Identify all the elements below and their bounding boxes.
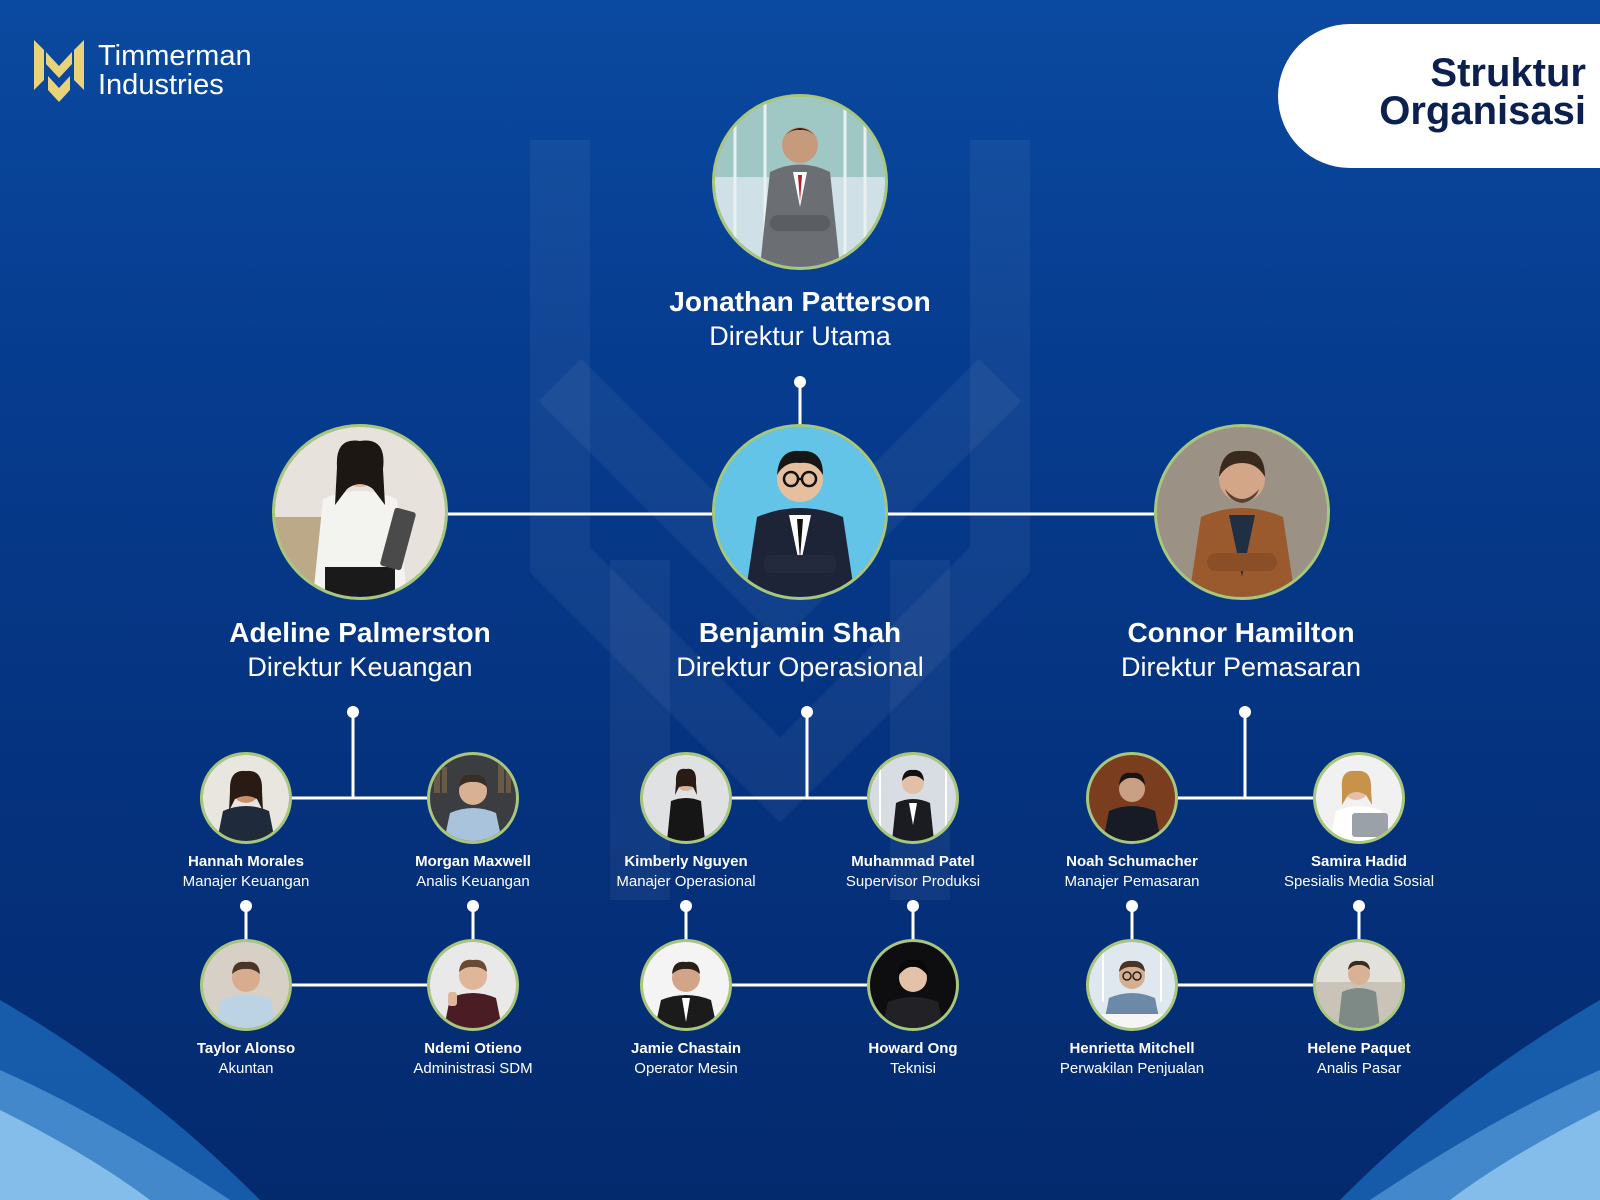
staff-name: Henrietta Mitchell xyxy=(1069,1040,1195,1057)
staff-name: Samira Hadid xyxy=(1311,853,1407,870)
connector-dots xyxy=(240,376,1365,912)
woman-smiling-portrait-icon xyxy=(203,755,289,841)
page-title-badge: Struktur Organisasi xyxy=(1278,24,1600,168)
man-navy-suit-glasses-portrait-icon xyxy=(715,427,885,597)
man-light-shirt-portrait-icon xyxy=(203,942,289,1028)
staff-card: Henrietta Mitchell Perwakilan Penjualan xyxy=(1060,1039,1204,1079)
staff-photo-jamie-chastain xyxy=(640,939,732,1031)
staff-photo-howard-ong xyxy=(867,939,959,1031)
page-title-line2: Organisasi xyxy=(1379,89,1586,133)
staff-name: Noah Schumacher xyxy=(1066,853,1198,870)
staff-role: Analis Pasar xyxy=(1316,1060,1402,1077)
staff-card: Morgan Maxwell Analis Keuangan xyxy=(415,852,531,892)
staff-role: Analis Keuangan xyxy=(416,873,530,890)
ops-director-photo xyxy=(712,424,888,600)
staff-name: Kimberly Nguyen xyxy=(624,853,748,870)
man-tie-white-bg-portrait-icon xyxy=(643,942,729,1028)
staff-role: Manajer Pemasaran xyxy=(1064,873,1200,890)
ceo-name: Jonathan Patterson xyxy=(669,286,931,317)
staff-name: Taylor Alonso xyxy=(196,1040,296,1057)
staff-name: Howard Ong xyxy=(868,1040,958,1057)
company-name-line1: Timmerman xyxy=(98,40,252,72)
man-office-portrait-icon xyxy=(1316,942,1402,1028)
man-black-suit-portrait-icon xyxy=(870,755,956,841)
marketing-director-role: Direktur Pemasaran xyxy=(1120,652,1362,682)
staff-photo-kimberly-nguyen xyxy=(640,752,732,844)
staff-photo-taylor-alonso xyxy=(200,939,292,1031)
staff-card: Ndemi Otieno Administrasi SDM xyxy=(413,1039,532,1079)
ops-director-card: Benjamin Shah Direktur Operasional xyxy=(676,616,924,684)
ops-director-role: Direktur Operasional xyxy=(676,652,924,682)
staff-card: Samira Hadid Spesialis Media Sosial xyxy=(1284,852,1434,892)
staff-name: Hannah Morales xyxy=(188,853,304,870)
ops-director-name: Benjamin Shah xyxy=(698,617,902,648)
woman-black-suit-portrait-icon xyxy=(643,755,729,841)
man-brown-bg-portrait-icon xyxy=(1089,755,1175,841)
man-brown-blazer-portrait-icon xyxy=(1157,427,1327,597)
finance-director-role: Direktur Keuangan xyxy=(247,652,473,682)
staff-card: Hannah Morales Manajer Keuangan xyxy=(183,852,310,892)
finance-director-card: Adeline Palmerston Direktur Keuangan xyxy=(229,616,490,684)
staff-photo-helene-paquet xyxy=(1313,939,1405,1031)
page-title-line1: Struktur xyxy=(1430,51,1586,95)
staff-card: Noah Schumacher Manajer Pemasaran xyxy=(1064,852,1199,892)
marketing-director-card: Connor Hamilton Direktur Pemasaran xyxy=(1121,616,1361,684)
marketing-director-photo xyxy=(1154,424,1330,600)
staff-card: Helene Paquet Analis Pasar xyxy=(1307,1039,1410,1079)
ceo-photo xyxy=(712,94,888,270)
timmerman-logo-icon xyxy=(34,40,84,102)
staff-photo-morgan-maxwell xyxy=(427,752,519,844)
staff-photo-ndemi-otieno xyxy=(427,939,519,1031)
marketing-director-name: Connor Hamilton xyxy=(1127,617,1355,648)
man-dark-bg-portrait-icon xyxy=(870,942,956,1028)
staff-role: Operator Mesin xyxy=(634,1060,738,1077)
staff-photo-hannah-morales xyxy=(200,752,292,844)
company-name-line2: Industries xyxy=(98,69,224,101)
staff-card: Jamie Chastain Operator Mesin xyxy=(631,1039,741,1079)
staff-role: Akuntan xyxy=(218,1060,274,1077)
man-desk-glasses-portrait-icon xyxy=(1089,942,1175,1028)
staff-card: Taylor Alonso Akuntan xyxy=(197,1039,295,1079)
staff-name: Ndemi Otieno xyxy=(424,1040,522,1057)
man-thumbs-up-portrait-icon xyxy=(430,942,516,1028)
staff-card: Howard Ong Teknisi xyxy=(868,1039,957,1079)
finance-director-name: Adeline Palmerston xyxy=(229,617,491,648)
staff-role: Manajer Operasional xyxy=(616,873,756,890)
ceo-role: Direktur Utama xyxy=(709,321,891,351)
staff-role: Spesialis Media Sosial xyxy=(1283,873,1435,890)
staff-card: Muhammad Patel Supervisor Produksi xyxy=(846,852,980,892)
man-grey-suit-portrait-icon xyxy=(715,97,885,267)
staff-name: Muhammad Patel xyxy=(851,853,975,870)
staff-name: Morgan Maxwell xyxy=(415,853,531,870)
staff-role: Administrasi SDM xyxy=(413,1060,533,1077)
staff-photo-muhammad-patel xyxy=(867,752,959,844)
man-bookshelf-portrait-icon xyxy=(430,755,516,841)
finance-director-photo xyxy=(272,424,448,600)
staff-card: Kimberly Nguyen Manajer Operasional xyxy=(616,852,755,892)
company-name: Timmerman Industries xyxy=(98,42,252,100)
staff-name: Helene Paquet xyxy=(1307,1040,1411,1057)
ceo-card: Jonathan Patterson Direktur Utama xyxy=(669,285,930,353)
staff-photo-samira-hadid xyxy=(1313,752,1405,844)
woman-white-blouse-portrait-icon xyxy=(275,427,445,597)
company-logo: Timmerman Industries xyxy=(34,36,252,106)
bottom-wave-decoration xyxy=(0,1000,1600,1200)
staff-role: Perwakilan Penjualan xyxy=(1059,1060,1205,1077)
woman-laptop-portrait-icon xyxy=(1316,755,1402,841)
staff-role: Manajer Keuangan xyxy=(182,873,310,890)
staff-photo-henrietta-mitchell xyxy=(1086,939,1178,1031)
staff-role: Teknisi xyxy=(890,1060,936,1077)
staff-name: Jamie Chastain xyxy=(630,1040,742,1057)
page-title: Struktur Organisasi xyxy=(1286,51,1586,133)
staff-role: Supervisor Produksi xyxy=(845,873,981,890)
staff-photo-noah-schumacher xyxy=(1086,752,1178,844)
